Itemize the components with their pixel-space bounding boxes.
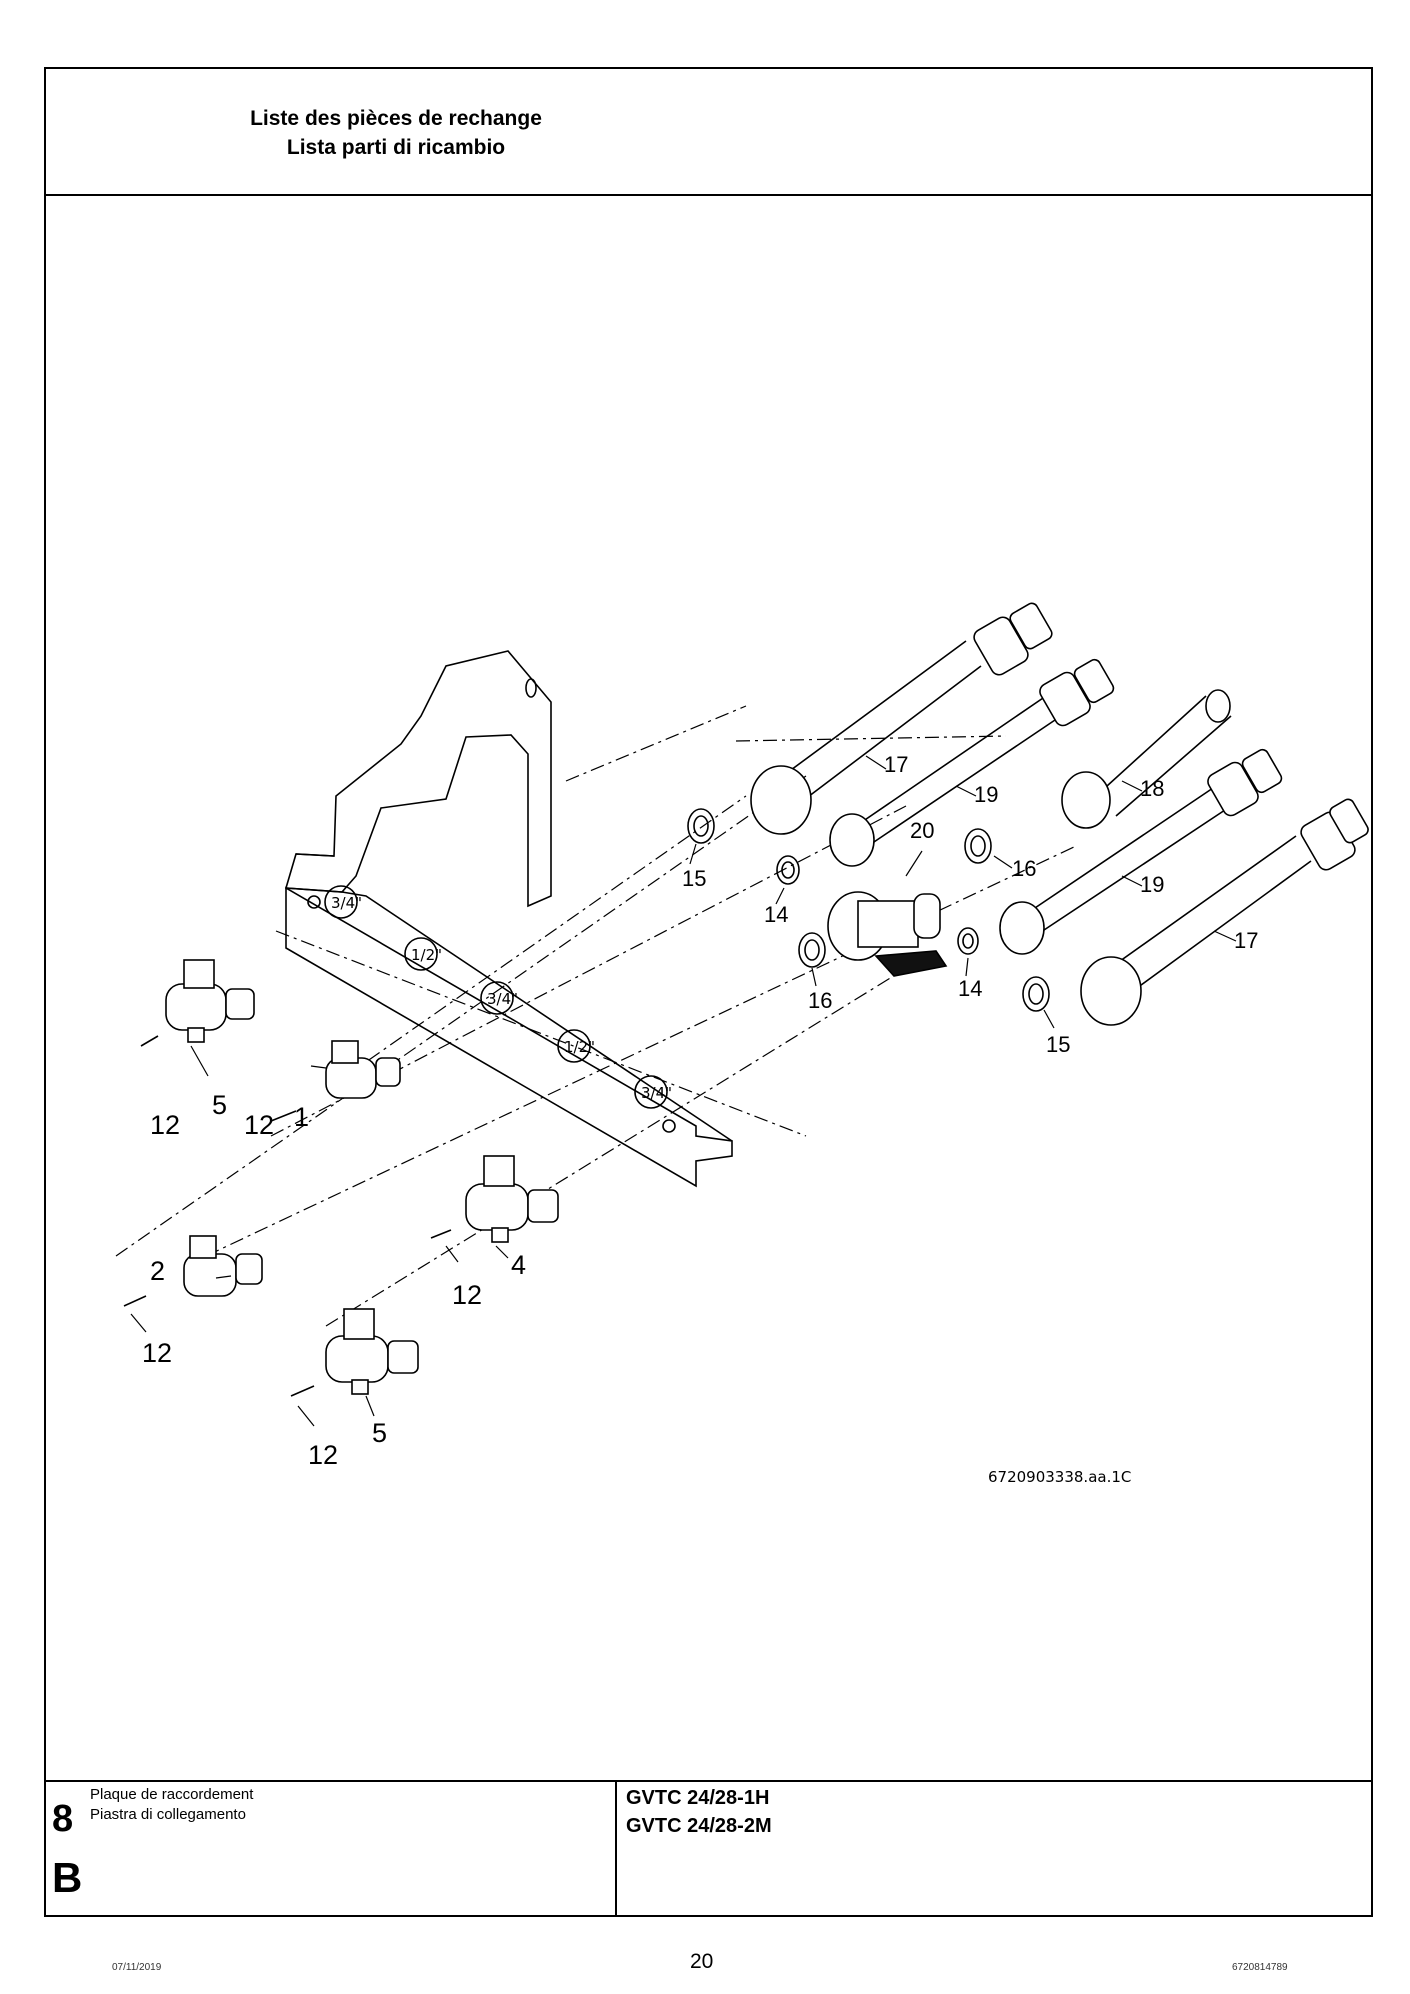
port-label: 3/4" (487, 990, 518, 1008)
callout-5: 5 (372, 1418, 387, 1448)
callout-15: 15 (682, 866, 706, 891)
valve-4 (430, 1155, 559, 1243)
page-frame: Liste des pièces de rechange Lista parti… (44, 67, 1373, 1917)
pipe-17-lower (1080, 798, 1369, 1026)
pipe-19-lower (999, 748, 1283, 955)
model-name: GVTC 24/28-1H (626, 1787, 770, 1809)
exploded-parts-drawing: 3/4" 1/2" 3/4" 1/2" 3/4" 17 19 18 20 16 … (46, 196, 1371, 1782)
pipe-19-upper (829, 658, 1115, 867)
elbow-1 (270, 1040, 401, 1122)
callout-5: 5 (212, 1090, 227, 1120)
drawing-reference: 6720903338.aa.1C (988, 1468, 1131, 1486)
page-title: Liste des pièces de rechange Lista parti… (46, 104, 746, 162)
callout-19: 19 (1140, 872, 1164, 897)
pipe-17-upper (750, 602, 1053, 835)
valve-5-upper (140, 959, 255, 1047)
section-letter: B (52, 1854, 83, 1901)
callout-12: 12 (244, 1110, 274, 1140)
port-label: 3/4" (641, 1084, 672, 1102)
callout-19: 19 (974, 782, 998, 807)
pipe-18 (1061, 689, 1232, 829)
exploded-view-svg: 3/4" 1/2" 3/4" 1/2" 3/4" 17 19 18 20 16 … (115, 602, 1369, 1486)
valve-5-lower (290, 1308, 419, 1397)
print-date: 07/11/2019 (112, 1962, 162, 1973)
callout-12: 12 (142, 1338, 172, 1368)
callout-14: 14 (958, 976, 982, 1001)
callout-2: 2 (150, 1256, 165, 1286)
callout-18: 18 (1140, 776, 1164, 801)
section-title-french: Plaque de raccordement (90, 1786, 254, 1803)
callout-15: 15 (1046, 1032, 1070, 1057)
connection-plate (284, 650, 733, 1188)
callouts: 17 19 18 20 16 19 17 15 14 16 14 15 12 5… (142, 752, 1258, 1470)
callout-17: 17 (1234, 928, 1258, 953)
ball-valve-20 (827, 891, 948, 977)
callout-16: 16 (1012, 856, 1036, 881)
footer-divider (615, 1782, 617, 1915)
title-italian: Lista parti di ricambio (286, 136, 506, 159)
section-number: 8 (52, 1798, 74, 1840)
title-french: Liste des pièces de rechange (250, 107, 542, 130)
model-name: GVTC 24/28-2M (626, 1815, 772, 1837)
section-title-italian: Piastra di collegamento (90, 1806, 246, 1823)
port-label: 1/2" (411, 946, 442, 964)
elbow-2 (123, 1235, 263, 1307)
port-label: 3/4" (331, 894, 362, 912)
callout-12: 12 (308, 1440, 338, 1470)
page-number: 20 (690, 1950, 714, 1973)
callout-12: 12 (150, 1110, 180, 1140)
port-size-labels: 3/4" 1/2" 3/4" 1/2" 3/4" (331, 894, 672, 1102)
callout-17: 17 (884, 752, 908, 777)
washers (687, 808, 1050, 1012)
callout-14: 14 (764, 902, 788, 927)
header-box: Liste des pièces de rechange Lista parti… (46, 69, 1371, 196)
leader-lines (130, 755, 1237, 1427)
callout-1: 1 (294, 1102, 309, 1132)
document-number: 6720814789 (1232, 1962, 1288, 1973)
callout-16: 16 (808, 988, 832, 1013)
footer-box: 8 B Plaque de raccordement Piastra di co… (46, 1780, 1371, 1915)
port-label: 1/2" (564, 1038, 595, 1056)
alignment-axes (115, 705, 1077, 1327)
callout-12: 12 (452, 1280, 482, 1310)
callout-4: 4 (511, 1250, 526, 1280)
callout-20: 20 (910, 818, 934, 843)
